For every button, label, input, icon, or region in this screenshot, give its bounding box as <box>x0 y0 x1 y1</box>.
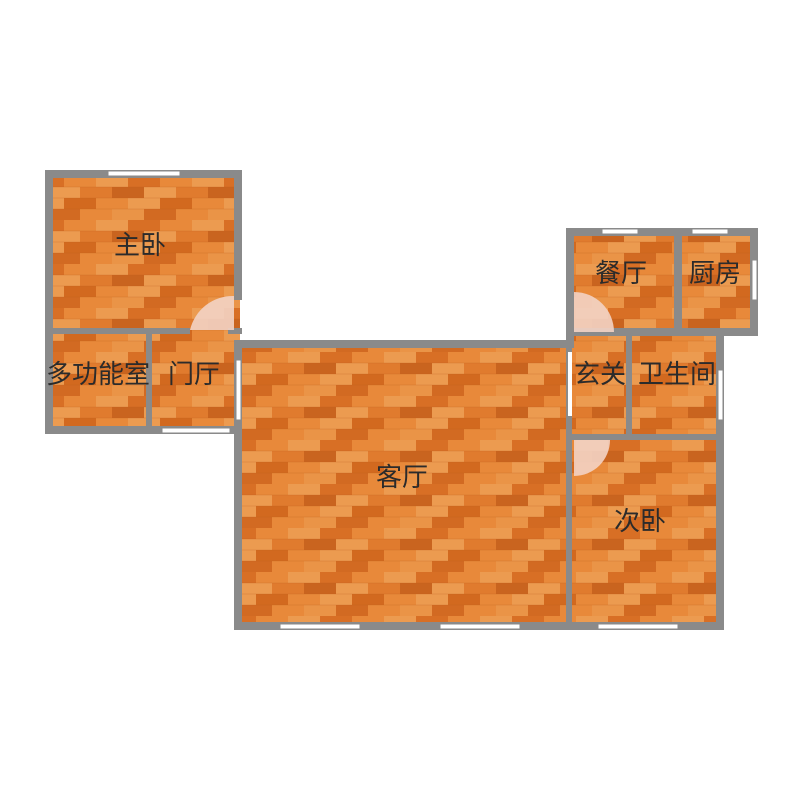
wall <box>566 228 574 346</box>
floor-hall <box>150 332 240 432</box>
label-entrance: 玄关 <box>574 360 626 390</box>
wall <box>234 340 574 348</box>
label-master-bedroom: 主卧 <box>114 231 166 261</box>
wall <box>228 328 242 334</box>
floor-living-room <box>235 342 570 628</box>
window <box>751 259 758 301</box>
label-kitchen: 厨房 <box>689 259 741 289</box>
windows <box>107 170 758 630</box>
doors <box>190 292 614 476</box>
label-dining-room: 餐厅 <box>595 259 647 289</box>
floor-bathroom <box>630 332 722 438</box>
wall <box>566 328 758 336</box>
wall <box>45 328 190 334</box>
door-opening <box>568 352 572 416</box>
wall <box>716 332 724 630</box>
window <box>717 369 724 421</box>
wall <box>146 332 152 432</box>
floor-multi-room <box>45 332 150 432</box>
window <box>235 359 242 421</box>
window <box>439 623 521 630</box>
door-swing-master <box>190 295 234 330</box>
label-bathroom: 卫生间 <box>638 360 716 390</box>
wall <box>626 332 632 440</box>
room-labels: 主卧 多功能室 门厅 客厅 餐厅 厨房 玄关 卫生间 次卧 <box>46 231 741 537</box>
wall <box>566 340 572 630</box>
door-swing-second-bedroom <box>574 440 610 476</box>
window <box>691 228 729 235</box>
wall <box>674 228 682 334</box>
label-living-room: 客厅 <box>376 463 428 493</box>
wall <box>234 340 242 630</box>
window <box>601 228 639 235</box>
floors <box>45 172 756 628</box>
wall <box>566 434 724 440</box>
label-second-bedroom: 次卧 <box>614 507 666 537</box>
window <box>161 427 231 434</box>
wall <box>234 170 242 300</box>
window <box>597 623 679 630</box>
window <box>107 170 181 177</box>
wall <box>566 228 758 236</box>
wall <box>45 170 53 434</box>
wall <box>45 426 242 434</box>
label-hall: 门厅 <box>168 360 220 390</box>
floor-kitchen <box>678 230 756 332</box>
label-multi-room: 多功能室 <box>46 360 150 390</box>
window <box>279 623 361 630</box>
door-swing-dining <box>574 292 614 332</box>
floor-entrance <box>568 332 630 438</box>
